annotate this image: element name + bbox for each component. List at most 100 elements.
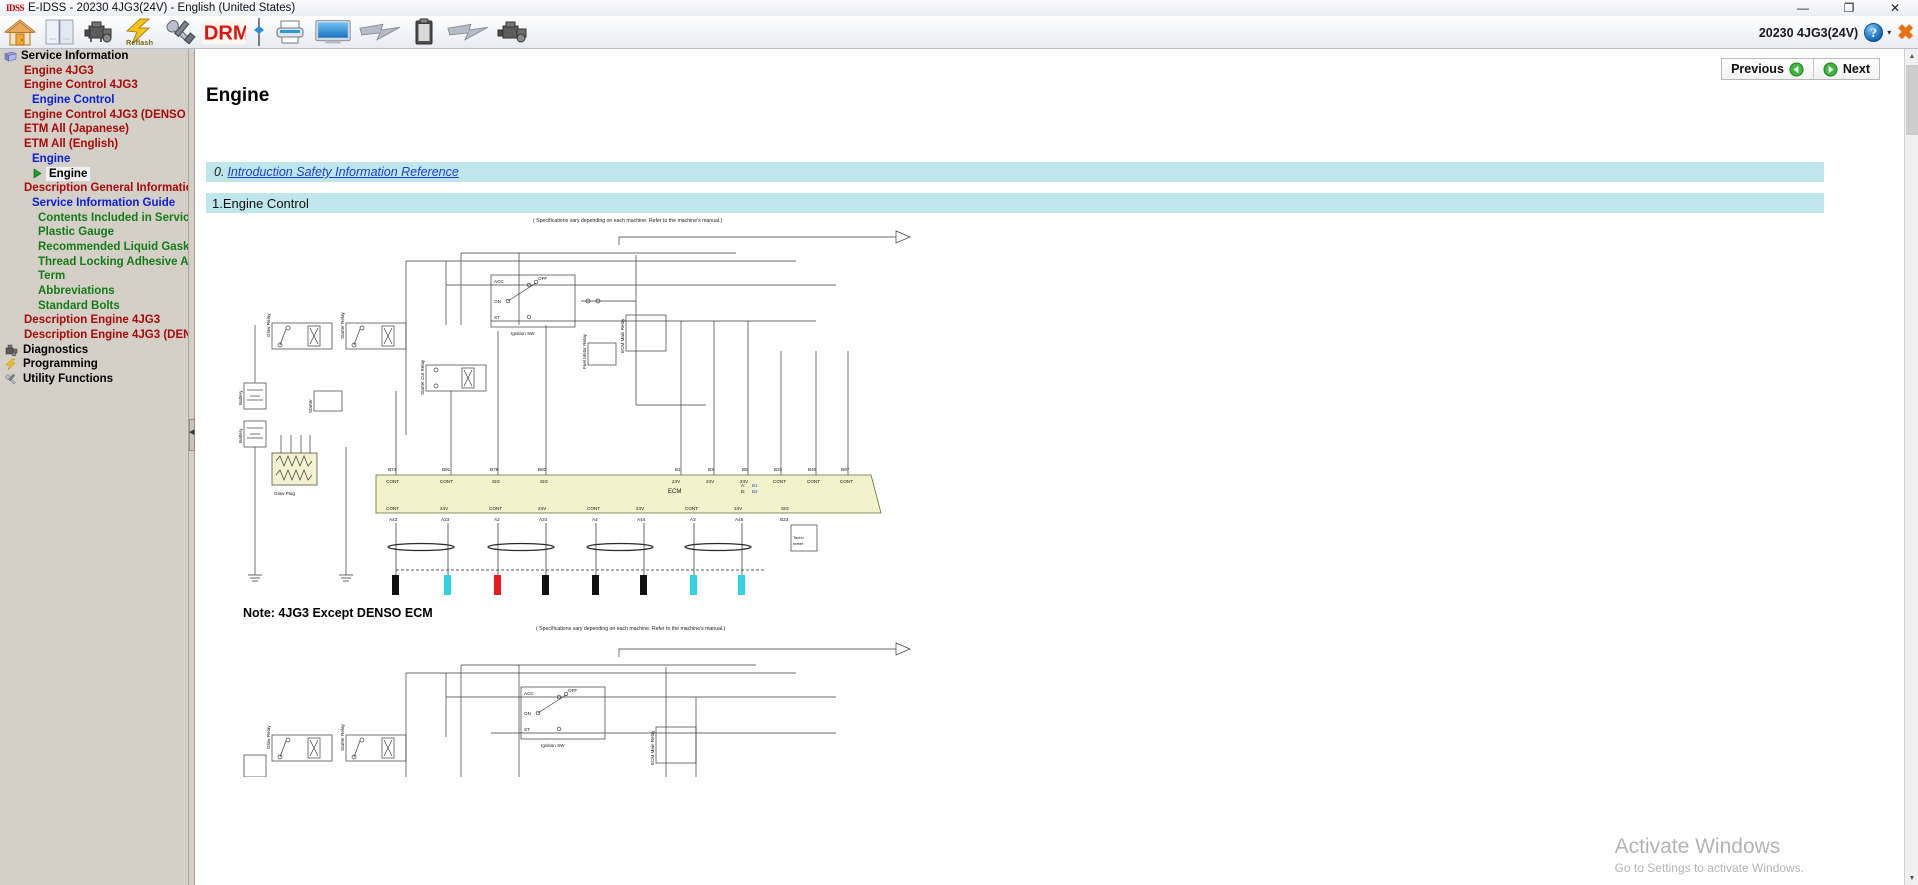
sidebar-item-label: Recommended Liquid Gasket	[38, 240, 189, 253]
svg-text:A3: A3	[690, 517, 696, 522]
engine-icon[interactable]	[82, 16, 118, 48]
lightning-icon[interactable]	[358, 16, 402, 48]
sidebar-item-programming[interactable]: Programming	[0, 357, 188, 372]
vertical-scrollbar[interactable]: ▲ ▼	[1904, 49, 1918, 885]
watermark-line2: Go to Settings to activate Windows.	[1614, 861, 1804, 875]
tools-icon[interactable]	[162, 16, 198, 48]
svg-text:Starter Relay: Starter Relay	[340, 723, 345, 751]
sidebar-item-label: Engine	[46, 166, 91, 182]
sidebar-item-engine-control[interactable]: Engine Control	[0, 93, 188, 108]
printer-icon[interactable]	[272, 16, 308, 48]
sidebar-item-engine[interactable]: Engine	[0, 152, 188, 167]
sidebar-item-label: Engine 4JG3	[24, 64, 94, 77]
sidebar-item-description-engine-4jg3-denso-ecm[interactable]: Description Engine 4JG3 (DENSO ECM)	[0, 328, 188, 343]
previous-label: Previous	[1731, 62, 1784, 76]
sidebar-item-standard-bolts[interactable]: Standard Bolts	[0, 299, 188, 314]
sidebar-item-plastic-gauge[interactable]: Plastic Gauge	[0, 225, 188, 240]
sidebar-item-contents-included-in-service-information[interactable]: Contents Included in Service Information	[0, 211, 188, 226]
svg-text:ST: ST	[524, 727, 530, 732]
window-controls: — ❐ ✕	[1780, 0, 1918, 16]
svg-text:B31: B31	[774, 467, 783, 472]
sidebar-item-label: ETM All (English)	[24, 138, 119, 151]
home-icon[interactable]	[2, 16, 38, 48]
sidebar-item-description-general-information[interactable]: Description General Information	[0, 181, 188, 196]
sidebar-item-label: Term	[38, 270, 66, 283]
svg-text:B74: B74	[388, 467, 397, 472]
sidebar-item-etm-all-japanese[interactable]: ETM All (Japanese)	[0, 122, 188, 137]
svg-text:CONT: CONT	[440, 479, 453, 484]
toolbar-right-group: 20230 4JG3(24V) ? ▾ ✖	[1759, 16, 1914, 49]
svg-text:B5: B5	[742, 467, 748, 472]
sidebar-splitter[interactable]	[189, 49, 195, 885]
sidebar-item-engine-control-4jg3[interactable]: Engine Control 4JG3	[0, 78, 188, 93]
sidebar-item-label: Utility Functions	[23, 373, 114, 386]
window-title-bar: IDSS E-IDSS - 20230 4JG3(24V) - English …	[0, 0, 1918, 16]
splitter-collapse-handle[interactable]	[189, 419, 195, 451]
manual-book-icon[interactable]	[42, 16, 78, 48]
pagination-controls: Previous Next	[1721, 58, 1880, 80]
svg-text:SIG: SIG	[540, 479, 548, 484]
sidebar-item-label: Engine Control	[32, 94, 115, 107]
sidebar-item-label: Contents Included in Service Information	[38, 211, 189, 224]
svg-text:CONT: CONT	[685, 506, 698, 511]
drm-icon[interactable]: DRM	[202, 16, 246, 48]
svg-text:CONT: CONT	[587, 506, 600, 511]
next-label: Next	[1842, 62, 1870, 76]
svg-text:Starter: Starter	[308, 399, 313, 413]
ecm-label: ECM	[668, 489, 681, 495]
app-logo-icon: IDSS	[6, 3, 25, 13]
svg-text:Glow Relay: Glow Relay	[266, 725, 271, 749]
svg-text:A44: A44	[637, 517, 646, 522]
reflash-icon[interactable]: Reflash	[122, 16, 158, 48]
lightning2-icon[interactable]	[446, 16, 490, 48]
svg-text:CONT: CONT	[386, 479, 399, 484]
sidebar-item-engine-control-4jg3-denso-ecm[interactable]: Engine Control 4JG3 (DENSO ECM)	[0, 108, 188, 123]
sidebar-item-label: Service Information Guide	[32, 196, 176, 209]
page-title: Engine	[206, 85, 270, 106]
help-icon[interactable]: ?	[1864, 23, 1884, 42]
svg-text:24V: 24V	[672, 479, 681, 484]
spec-note-top: ( Specifications vary depending on each …	[533, 218, 723, 224]
sidebar-item-recommended-liquid-gasket[interactable]: Recommended Liquid Gasket	[0, 240, 188, 255]
sidebar-item-thread-locking-adhesive-agent[interactable]: Thread Locking Adhesive Agent	[0, 255, 188, 270]
sidebar-item-service-information-guide[interactable]: Service Information Guide	[0, 196, 188, 211]
sidebar-item-etm-all-english[interactable]: ETM All (English)	[0, 137, 188, 152]
svg-text:SIG: SIG	[781, 506, 789, 511]
maximize-button[interactable]: ❐	[1843, 1, 1855, 15]
svg-text:CONT: CONT	[840, 479, 853, 484]
next-button[interactable]: Next	[1812, 59, 1879, 79]
svg-text:Ignition SW: Ignition SW	[541, 743, 565, 748]
wiring-diagram-bottom: Glow Relay Starter Relay ECM Main Relay …	[243, 642, 911, 777]
clipboard-icon[interactable]	[406, 16, 442, 48]
section-link-row[interactable]: 0. Introduction Safety Information Refer…	[206, 162, 1824, 182]
sidebar-item-engine[interactable]: Engine	[0, 166, 188, 182]
close-button[interactable]: ✕	[1889, 1, 1901, 15]
sidebar-item-label: Abbreviations	[38, 285, 115, 297]
minimize-button[interactable]: —	[1797, 1, 1809, 15]
sidebar-item-term[interactable]: Term	[0, 269, 188, 284]
svg-text:CONT: CONT	[386, 506, 399, 511]
svg-text:24V: 24V	[740, 479, 749, 484]
svg-text:A43: A43	[389, 517, 398, 522]
engine2-icon[interactable]	[494, 16, 534, 48]
scrollbar-thumb[interactable]	[1906, 65, 1918, 135]
scroll-down-button[interactable]: ▼	[1905, 871, 1918, 885]
sidebar-item-engine-4jg3[interactable]: Engine 4JG3	[0, 64, 188, 79]
previous-button[interactable]: Previous	[1722, 59, 1813, 79]
sidebar-item-description-engine-4jg3[interactable]: Description Engine 4JG3	[0, 313, 188, 328]
monitor-icon[interactable]	[312, 16, 354, 48]
exit-icon[interactable]: ✖	[1897, 21, 1914, 44]
svg-text:meter: meter	[793, 541, 804, 546]
chevron-down-icon[interactable]: ▾	[1887, 28, 1892, 37]
scroll-up-button[interactable]: ▲	[1905, 49, 1918, 63]
connector-icon[interactable]	[250, 16, 268, 48]
svg-text:ECM Main Relay: ECM Main Relay	[620, 318, 625, 353]
sidebar-item-diagnostics[interactable]: Diagnostics	[0, 343, 188, 358]
sidebar-item-abbreviations[interactable]: Abbreviations	[0, 284, 188, 299]
introduction-safety-link[interactable]: Introduction Safety Information Referenc…	[227, 165, 459, 179]
svg-text:ECM Main Relay: ECM Main Relay	[650, 730, 655, 765]
sidebar-item-utility-functions[interactable]: Utility Functions	[0, 372, 188, 387]
sidebar-item-service-information[interactable]: Service Information	[0, 49, 188, 64]
